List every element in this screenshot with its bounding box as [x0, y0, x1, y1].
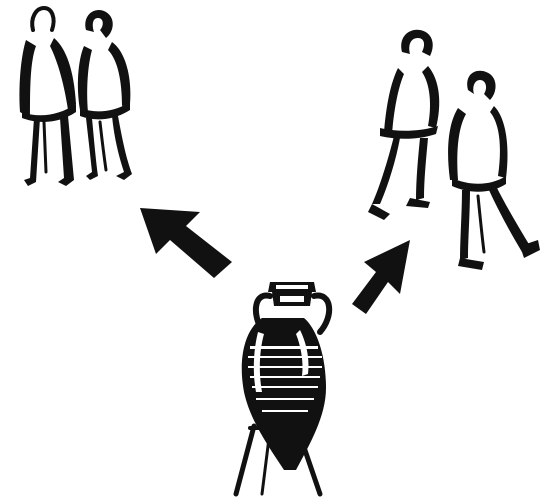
person-figure-left-a [19, 8, 76, 186]
amphora-icon [236, 282, 329, 494]
right-figure-group [368, 30, 540, 270]
left-figure-group [19, 8, 132, 186]
person-figure-left-b [78, 10, 132, 180]
person-figure-right-b [448, 71, 540, 270]
arrow-up-left-icon [140, 208, 232, 278]
arrow-up-right-icon [352, 240, 410, 314]
person-figure-right-a [368, 30, 439, 220]
